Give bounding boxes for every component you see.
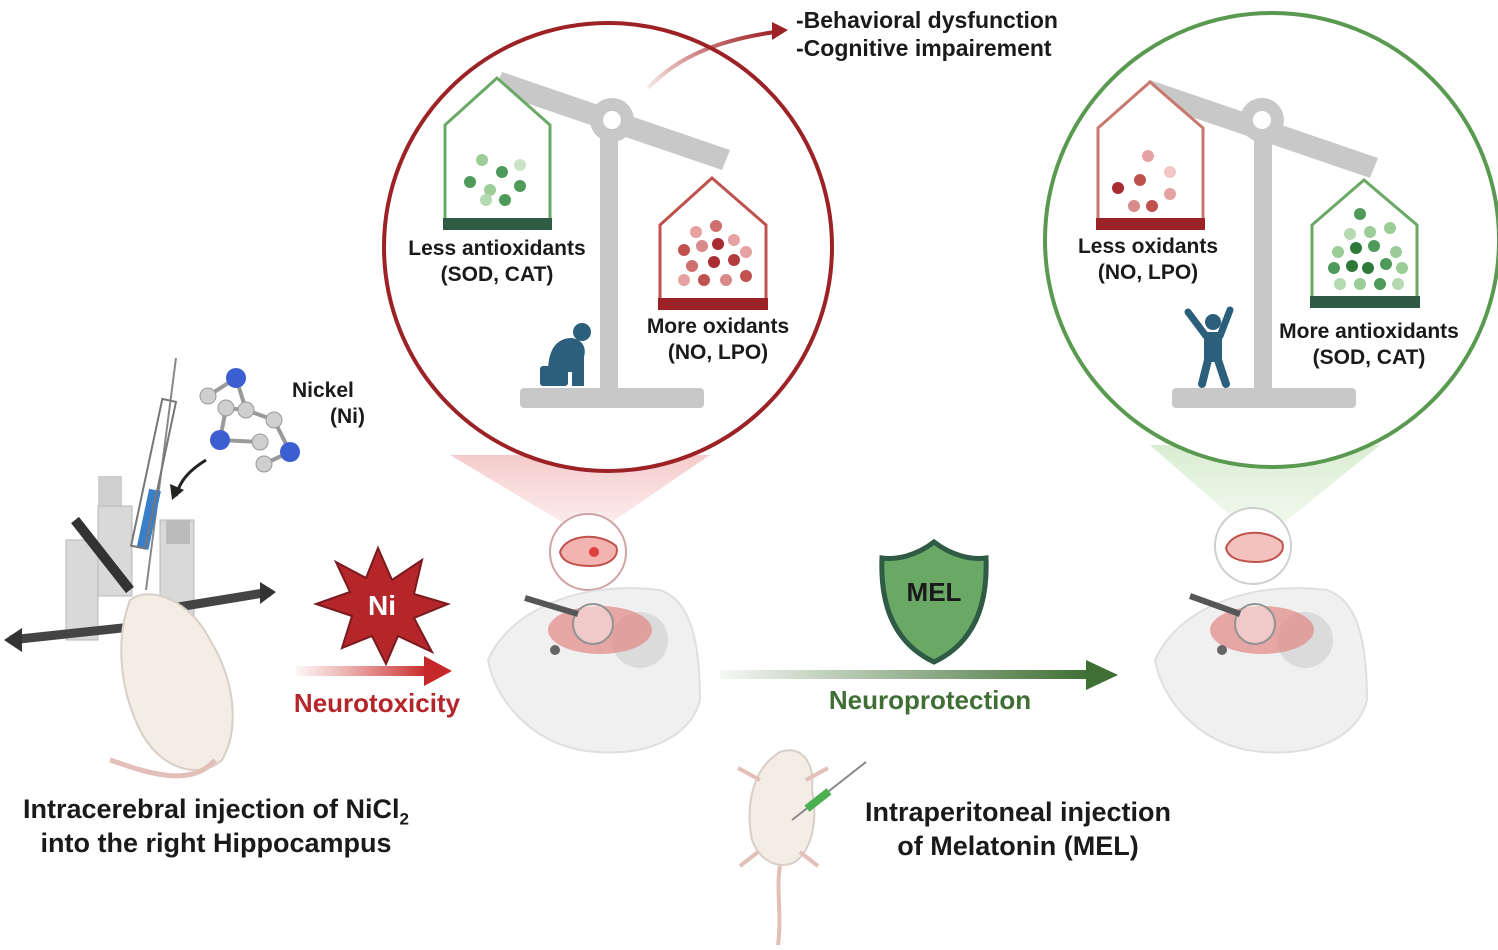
toxic-less-antioxidants-label: Less antioxidants bbox=[408, 237, 586, 260]
nickel-label: Nickel bbox=[292, 379, 354, 402]
toxic-oxidant-house bbox=[658, 175, 768, 310]
neuroprotection-arrowhead bbox=[1086, 660, 1118, 690]
zoom-cone-green bbox=[1150, 445, 1380, 522]
syringe-icon bbox=[129, 357, 178, 591]
rat-bottom bbox=[737, 749, 867, 946]
protected-mouse-head bbox=[1153, 587, 1369, 754]
protected-more-antioxidants-sub: (SOD, CAT) bbox=[1312, 346, 1426, 369]
happy-person-icon bbox=[1184, 306, 1234, 388]
outcome-arrow bbox=[646, 30, 776, 90]
protected-oxidant-house bbox=[1096, 80, 1205, 230]
nickel-symbol-label: (Ni) bbox=[330, 405, 365, 428]
toxic-antioxidant-house bbox=[443, 75, 552, 230]
toxic-hippocampus-inset bbox=[549, 513, 627, 591]
intraperitoneal-injection-line1: Intraperitoneal injection bbox=[864, 797, 1172, 827]
neuroprotection-arrow-shaft bbox=[720, 670, 1090, 679]
injection-arrowhead bbox=[170, 484, 184, 500]
zoom-cone-red bbox=[450, 455, 710, 522]
protected-balance-scale bbox=[1142, 80, 1378, 408]
toxic-more-oxidants-sub: (NO, LPO) bbox=[667, 341, 769, 364]
protected-more-antioxidants-label: More antioxidants bbox=[1279, 320, 1459, 343]
protected-hippocampus-inset bbox=[1214, 507, 1292, 585]
intracerebral-injection-line2: into the right Hippocampus bbox=[40, 828, 392, 858]
toxic-more-oxidants-label: More oxidants bbox=[646, 315, 790, 338]
neurotoxicity-arrow-shaft bbox=[296, 666, 428, 676]
intracerebral-injection-line1: Intracerebral injection of NiCl2 bbox=[0, 792, 432, 836]
neurotoxicity-label: Neurotoxicity bbox=[293, 688, 461, 718]
mel-shield-shape bbox=[879, 538, 989, 665]
rat-left bbox=[109, 593, 234, 779]
ni-burst-label: Ni bbox=[368, 590, 396, 621]
toxic-less-antioxidants-sub: (SOD, CAT) bbox=[440, 263, 554, 286]
protected-less-oxidants-label: Less oxidants bbox=[1077, 235, 1219, 258]
sad-person-icon bbox=[540, 323, 591, 386]
toxic-balance-scale bbox=[494, 72, 730, 408]
nickel-atoms bbox=[199, 368, 300, 473]
mel-shield-label: MEL bbox=[906, 577, 962, 607]
protected-antioxidant-house bbox=[1310, 178, 1420, 308]
neuroprotection-label: Neuroprotection bbox=[828, 685, 1032, 715]
toxic-mouse-head bbox=[486, 587, 702, 754]
outcome-cognitive: -Cognitive impairement bbox=[796, 35, 1052, 61]
neurotoxicity-arrowhead bbox=[424, 656, 452, 686]
intraperitoneal-injection-line2: of Melatonin (MEL) bbox=[897, 831, 1139, 861]
outcome-arrowhead bbox=[772, 22, 788, 40]
protected-less-oxidants-sub: (NO, LPO) bbox=[1097, 261, 1199, 284]
intracerebral-injection-text: Intracerebral injection of NiCl bbox=[22, 794, 400, 824]
ni-burst-shape bbox=[312, 545, 452, 667]
nicl2-subscript: 2 bbox=[399, 809, 410, 829]
outcome-behavioral: -Behavioral dysfunction bbox=[796, 7, 1058, 33]
